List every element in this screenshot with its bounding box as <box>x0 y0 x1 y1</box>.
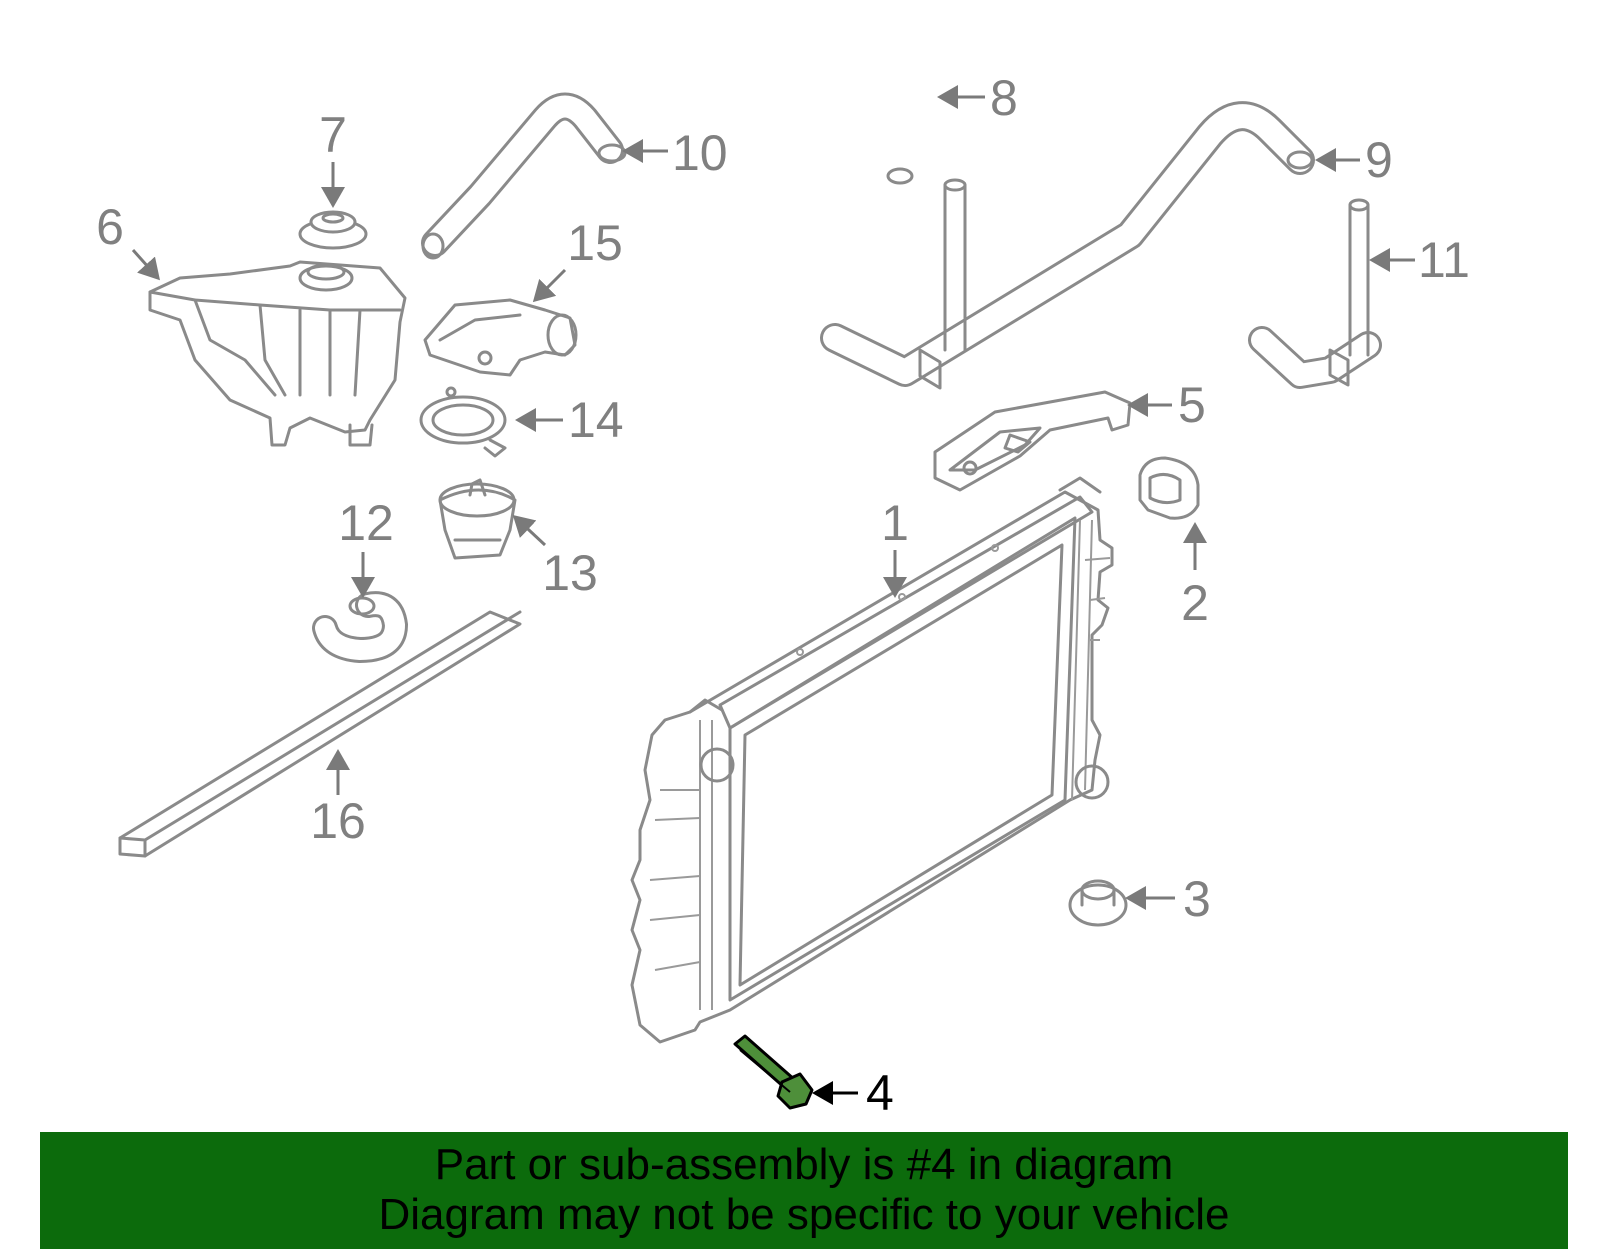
hose-part-12[interactable] <box>312 591 409 664</box>
callout-6: 6 <box>96 199 124 255</box>
gasket-part-14[interactable] <box>419 386 507 458</box>
hose-part-9[interactable] <box>820 101 1315 390</box>
seal-strip-part-16[interactable] <box>118 610 522 858</box>
hose-part-10[interactable] <box>421 92 627 260</box>
banner-line-part-number: Part or sub-assembly is #4 in diagram <box>434 1140 1174 1189</box>
callout-5: 5 <box>1178 377 1206 433</box>
callout-9: 9 <box>1365 132 1393 188</box>
callout-13: 13 <box>542 545 598 601</box>
callout-1: 1 <box>881 495 909 551</box>
hose-part-11[interactable] <box>1248 198 1382 389</box>
insulator-part-3[interactable] <box>1068 879 1128 927</box>
callout-11: 11 <box>1418 232 1470 288</box>
callout-16: 16 <box>310 793 366 849</box>
callout-2: 2 <box>1181 575 1209 631</box>
bracket-part-5[interactable] <box>933 390 1132 492</box>
thermostat-part-13[interactable] <box>438 478 517 560</box>
housing-part-15[interactable] <box>423 298 578 377</box>
radiator-part-1[interactable] <box>630 476 1114 1044</box>
callout-10: 10 <box>672 125 728 181</box>
callout-8: 8 <box>990 70 1018 126</box>
callout-15: 15 <box>567 215 623 271</box>
callout-14: 14 <box>568 392 624 448</box>
callout-7: 7 <box>319 107 347 163</box>
callout-labels: 1 2 3 4 5 6 7 8 9 10 11 12 13 14 15 16 <box>96 70 1470 1121</box>
callout-3: 3 <box>1183 871 1211 927</box>
reservoir-cap-part-7[interactable] <box>298 210 368 250</box>
info-banner: Part or sub-assembly is #4 in diagram Di… <box>40 1132 1568 1249</box>
reservoir-part-6[interactable] <box>148 260 407 447</box>
bolt-part-4[interactable] <box>733 1034 814 1110</box>
hose-part-8[interactable] <box>853 57 932 185</box>
callout-leaders <box>131 85 1415 1105</box>
callout-4[interactable]: 4 <box>866 1065 894 1121</box>
callout-12: 12 <box>338 495 394 551</box>
banner-line-disclaimer: Diagram may not be specific to your vehi… <box>378 1190 1230 1239</box>
bushing-part-2[interactable] <box>1138 456 1200 520</box>
parts-diagram: 1 2 3 4 5 6 7 8 9 10 11 12 13 14 15 16 <box>96 57 1470 1121</box>
